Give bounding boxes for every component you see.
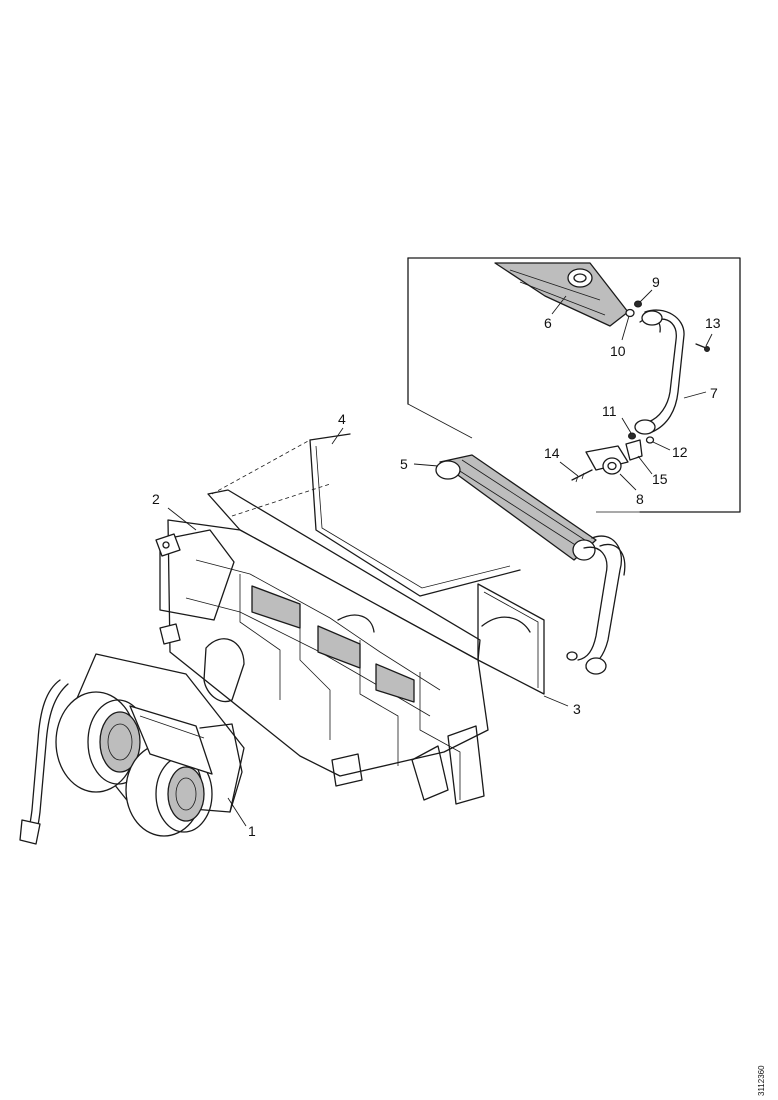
screw-13 [695,343,710,352]
side-cover-plate [477,583,545,695]
callout-13: 13 [705,315,721,347]
svg-text:7: 7 [710,385,718,401]
callout-3: 3 [543,695,581,717]
svg-text:10: 10 [610,343,626,359]
svg-text:6: 6 [544,315,552,331]
svg-text:5: 5 [400,456,408,472]
callout-9: 9 [639,274,660,303]
heater-core [435,454,597,561]
callout-6: 6 [544,295,567,331]
callout-2: 2 [152,491,197,531]
blower-motor-assembly [19,653,245,845]
gasket-seal [211,433,521,597]
svg-text:4: 4 [338,411,346,427]
callout-11: 11 [602,403,632,434]
callout-4: 4 [331,411,346,445]
svg-text:2: 2 [152,491,160,507]
pipe-clamp [585,439,643,475]
svg-text:11: 11 [602,403,617,419]
detail-inset [407,257,741,513]
heater-housing [155,489,489,805]
svg-text:9: 9 [652,274,660,290]
screw-14 [571,469,593,483]
svg-text:3: 3 [573,701,581,717]
callout-10: 10 [610,315,630,359]
svg-text:14: 14 [544,445,560,461]
callout-15: 15 [637,455,668,487]
callout-12: 12 [652,441,688,460]
seal-rings-upper [625,300,642,318]
callout-5: 5 [400,456,439,472]
heater-core-upper [494,262,629,327]
coolant-pipe-assembly [634,309,685,435]
callout-14: 14 [544,445,579,477]
svg-text:1: 1 [248,823,256,839]
callout-1: 1 [227,797,256,839]
svg-text:13: 13 [705,315,721,331]
callout-7: 7 [683,385,718,401]
svg-text:15: 15 [652,471,668,487]
svg-text:12: 12 [672,444,688,460]
seal-rings-lower [628,432,655,444]
heater-core-pipes [566,535,626,675]
svg-text:8: 8 [636,491,644,507]
reference-code: 3112360 [757,1065,766,1096]
callout-8: 8 [619,473,644,507]
